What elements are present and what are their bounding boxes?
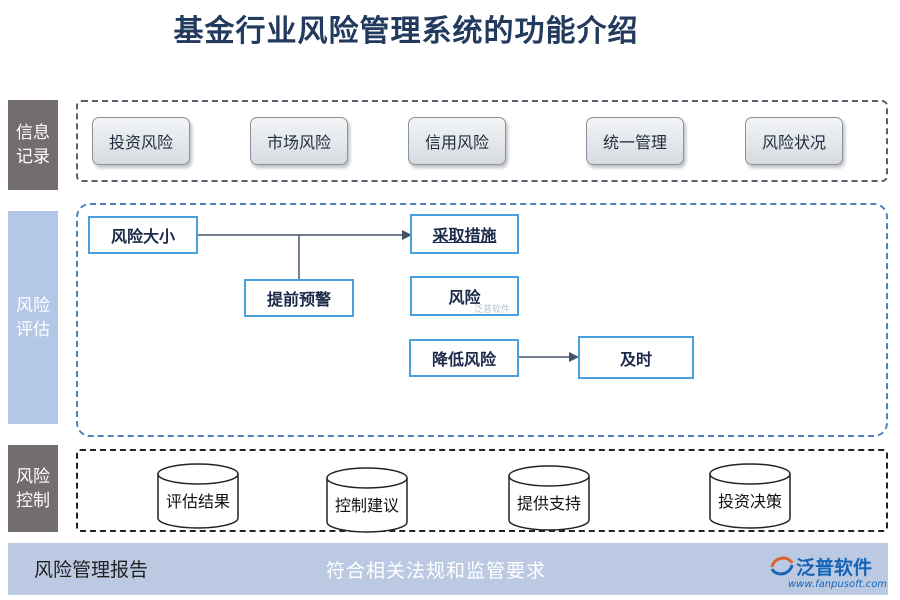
compliance-text: 符合相关法规和监管要求 xyxy=(326,560,547,582)
info-item-unified-management: 统一管理 xyxy=(586,117,684,165)
section-label-info-record: 信息记录 xyxy=(8,100,58,190)
report-title: 风险管理报告 xyxy=(34,559,149,581)
risk-box: 风险 xyxy=(410,276,519,316)
brand-swirl-icon xyxy=(770,556,794,576)
section-label-risk-assessment: 风险评估 xyxy=(8,211,58,424)
page-title: 基金行业风险管理系统的功能介绍 xyxy=(173,14,639,49)
control-item-investment-decision: 投资决策 xyxy=(708,462,792,530)
risk-assessment-panel xyxy=(76,203,888,437)
brand-logo: 泛普软件 www.fanpusoft.com xyxy=(768,553,892,597)
cylinder-icon xyxy=(508,465,590,531)
info-item-market-risk: 市场风险 xyxy=(250,117,348,165)
take-measures-box: 采取措施 xyxy=(410,214,519,254)
control-item-control-advice: 控制建议 xyxy=(325,466,409,534)
info-item-risk-status: 风险状况 xyxy=(745,117,843,165)
info-record-panel xyxy=(76,100,888,182)
reduce-risk-box: 降低风险 xyxy=(409,339,519,377)
cylinder-icon xyxy=(157,463,239,529)
report-bar: 风险管理报告 符合相关法规和监管要求 xyxy=(8,543,888,595)
risk-control-panel xyxy=(76,449,888,532)
info-item-credit-risk: 信用风险 xyxy=(408,117,506,165)
info-item-investment-risk: 投资风险 xyxy=(92,117,190,165)
watermark-text: 泛普软件 xyxy=(474,305,511,315)
timely-box: 及时 xyxy=(578,336,694,379)
control-item-evaluation-result: 评估结果 xyxy=(156,462,240,530)
control-item-provide-support: 提供支持 xyxy=(507,464,591,532)
risk-size-box: 风险大小 xyxy=(88,216,198,254)
cylinder-icon xyxy=(326,467,408,533)
early-warning-box: 提前预警 xyxy=(244,279,354,317)
cylinder-icon xyxy=(709,463,791,529)
section-label-risk-control: 风险控制 xyxy=(8,445,58,532)
